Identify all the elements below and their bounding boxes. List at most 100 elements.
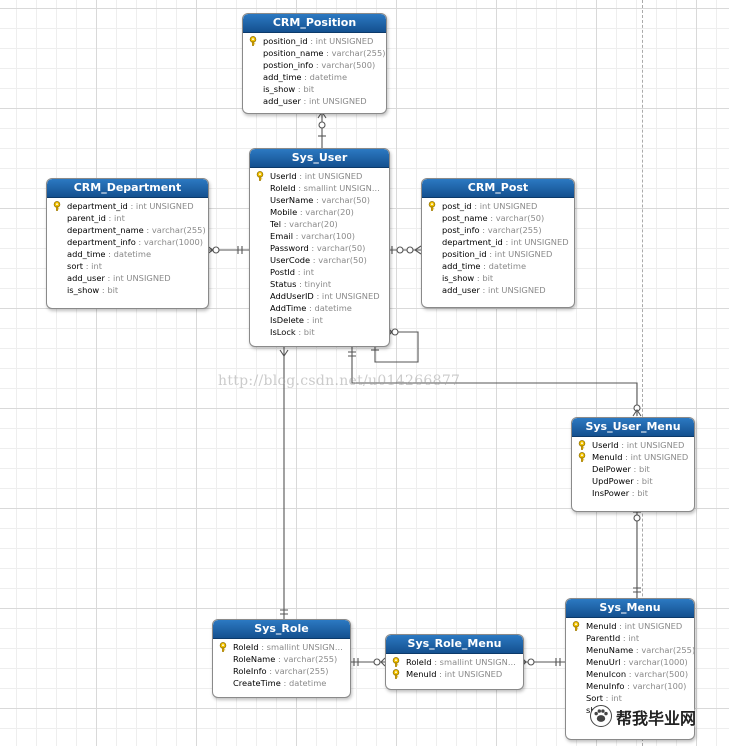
primary-key-icon xyxy=(52,201,62,211)
attribute-row[interactable]: RoleInfo : varchar(255) xyxy=(213,665,350,677)
entity-title[interactable]: Sys_User_Menu xyxy=(572,418,694,437)
attribute-name: MenuInfo xyxy=(586,681,625,691)
attribute-row[interactable]: PostId : int xyxy=(250,266,389,278)
attribute-row[interactable]: post_id : int UNSIGNED xyxy=(422,200,574,212)
entity-title[interactable]: Sys_Role_Menu xyxy=(386,635,523,654)
attribute-row[interactable]: RoleName : varchar(255) xyxy=(213,653,350,665)
attribute-row[interactable]: MenuId : int UNSIGNED xyxy=(566,620,694,632)
attribute-separator: : xyxy=(307,36,316,46)
attribute-type: smallint UNSIGN... xyxy=(439,657,516,667)
attribute-row[interactable]: position_id : int UNSIGNED xyxy=(243,35,386,47)
attribute-type: varchar(100) xyxy=(301,231,355,241)
attribute-type: int UNSIGNED xyxy=(112,273,171,283)
attribute-separator: : xyxy=(295,327,304,337)
attribute-row[interactable]: Mobile : varchar(20) xyxy=(250,206,389,218)
attribute-type: varchar(255) xyxy=(331,48,386,58)
attribute-row[interactable]: UserId : int UNSIGNED xyxy=(250,170,389,182)
attribute-row[interactable]: department_name : varchar(255) xyxy=(47,224,208,236)
attribute-row[interactable]: post_info : varchar(255) xyxy=(422,224,574,236)
attribute-separator: : xyxy=(306,303,315,313)
attribute-row[interactable]: add_user : int UNSIGNED xyxy=(243,95,386,107)
attribute-row[interactable]: MenuId : int UNSIGNED xyxy=(386,668,523,680)
attribute-separator: : xyxy=(297,207,306,217)
attribute-row[interactable]: department_info : varchar(1000) xyxy=(47,236,208,248)
attribute-row[interactable]: add_time : datetime xyxy=(422,260,574,272)
attribute-separator: : xyxy=(616,621,625,631)
attribute-separator: : xyxy=(104,273,113,283)
attribute-row[interactable]: UserCode : varchar(50) xyxy=(250,254,389,266)
attribute-type: varchar(50) xyxy=(321,195,371,205)
attribute-type: bit xyxy=(641,476,653,486)
attribute-row[interactable]: postion_info : varchar(500) xyxy=(243,59,386,71)
attribute-row[interactable]: Sort : int xyxy=(566,692,694,704)
attribute-row[interactable]: position_id : int UNSIGNED xyxy=(422,248,574,260)
attribute-row[interactable]: UserName : varchar(50) xyxy=(250,194,389,206)
attribute-row[interactable]: position_name : varchar(255) xyxy=(243,47,386,59)
attribute-row[interactable]: sort : int xyxy=(47,260,208,272)
attribute-row[interactable]: MenuIcon : varchar(500) xyxy=(566,668,694,680)
attribute-row[interactable]: MenuUrl : varchar(1000) xyxy=(566,656,694,668)
attribute-row[interactable]: MenuId : int UNSIGNED xyxy=(572,451,694,463)
attribute-row[interactable]: add_time : datetime xyxy=(47,248,208,260)
attribute-name: add_time xyxy=(67,249,106,259)
entity-title[interactable]: CRM_Post xyxy=(422,179,574,198)
attribute-row[interactable]: Tel : varchar(20) xyxy=(250,218,389,230)
attribute-name: Tel xyxy=(270,219,282,229)
attribute-row[interactable]: add_time : datetime xyxy=(243,71,386,83)
attribute-separator: : xyxy=(633,645,642,655)
attribute-separator: : xyxy=(629,488,638,498)
attribute-row[interactable]: ParentId : int xyxy=(566,632,694,644)
entity-title[interactable]: Sys_Role xyxy=(213,620,350,639)
attribute-type: varchar(100) xyxy=(632,681,687,691)
attribute-name: Email xyxy=(270,231,294,241)
primary-key-icon xyxy=(218,642,228,652)
attribute-row[interactable]: Password : varchar(50) xyxy=(250,242,389,254)
attribute-separator: : xyxy=(471,201,480,211)
attribute-type: datetime xyxy=(288,678,327,688)
attribute-row[interactable]: AddUserID : int UNSIGNED xyxy=(250,290,389,302)
attribute-row[interactable]: RoleId : smallint UNSIGN... xyxy=(213,641,350,653)
attribute-row[interactable]: DelPower : bit xyxy=(572,463,694,475)
attribute-type: bit xyxy=(303,84,315,94)
attribute-row[interactable]: CreateTime : datetime xyxy=(213,677,350,689)
attribute-row[interactable]: AddTime : datetime xyxy=(250,302,389,314)
attribute-row[interactable]: RoleId : smallint UNSIGN... xyxy=(386,656,523,668)
attribute-row[interactable]: post_name : varchar(50) xyxy=(422,212,574,224)
attribute-separator: : xyxy=(301,72,310,82)
entity-title[interactable]: CRM_Department xyxy=(47,179,208,198)
attribute-name: parent_id xyxy=(67,213,106,223)
attribute-row[interactable]: MenuInfo : varchar(100) xyxy=(566,680,694,692)
attribute-row[interactable]: is_show : bit xyxy=(422,272,574,284)
attribute-row[interactable]: IsDelete : int xyxy=(250,314,389,326)
attribute-row[interactable]: parent_id : int xyxy=(47,212,208,224)
primary-key-icon xyxy=(577,452,587,462)
attribute-name: IsLock xyxy=(270,327,296,337)
attribute-row[interactable]: Status : tinyint xyxy=(250,278,389,290)
entity-title[interactable]: Sys_User xyxy=(250,149,389,168)
attribute-row[interactable]: UserId : int UNSIGNED xyxy=(572,439,694,451)
attribute-row[interactable]: add_user : int UNSIGNED xyxy=(47,272,208,284)
attribute-row[interactable]: RoleId : smallint UNSIGN... xyxy=(250,182,389,194)
attribute-separator: : xyxy=(624,681,633,691)
attribute-row[interactable]: InsPower : bit xyxy=(572,487,694,499)
attribute-row[interactable]: UpdPower : bit xyxy=(572,475,694,487)
attribute-row[interactable]: add_user : int UNSIGNED xyxy=(422,284,574,296)
attribute-row[interactable]: is_show : bit xyxy=(243,83,386,95)
entity-title[interactable]: CRM_Position xyxy=(243,14,386,33)
attribute-row[interactable]: Email : varchar(100) xyxy=(250,230,389,242)
attribute-row[interactable]: is_show : bit xyxy=(47,284,208,296)
attribute-row[interactable]: department_id : int UNSIGNED xyxy=(422,236,574,248)
entity-title[interactable]: Sys_Menu xyxy=(566,599,694,618)
attribute-row[interactable]: MenuName : varchar(255) xyxy=(566,644,694,656)
attribute-row[interactable]: department_id : int UNSIGNED xyxy=(47,200,208,212)
attribute-row[interactable]: IsLock : bit xyxy=(250,326,389,338)
